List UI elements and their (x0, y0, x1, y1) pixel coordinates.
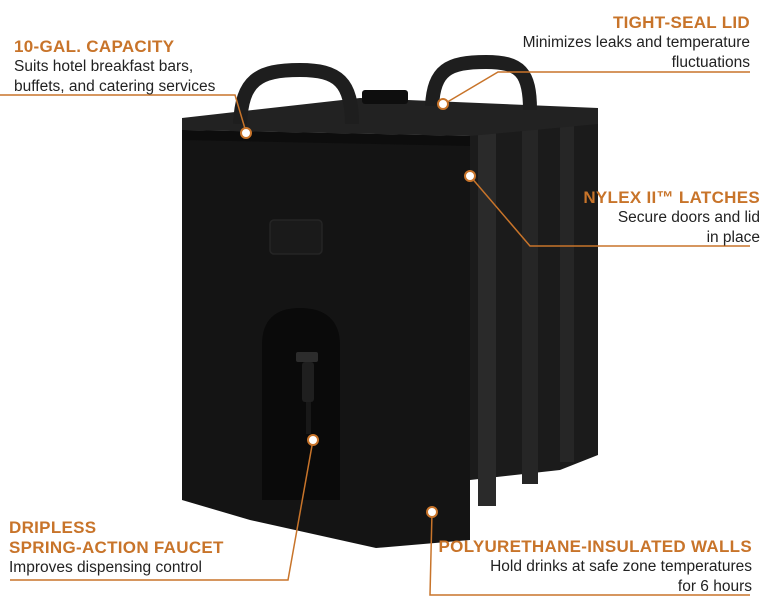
faucet-title-line-2: SPRING-ACTION FAUCET (9, 538, 224, 557)
latches-leader (469, 175, 750, 247)
latches-desc-line-1: Secure doors and lid (617, 209, 760, 226)
capacity-desc-line-2: buffets, and catering services (14, 78, 216, 95)
lid-title: TIGHT-SEAL LID (612, 13, 750, 32)
faucet-title-line-1: DRIPLESS (9, 518, 97, 537)
capacity-desc-line-1: Suits hotel breakfast bars, (14, 58, 194, 75)
lid-desc-line-1: Minimizes leaks and temperature (522, 34, 750, 51)
lid (182, 98, 598, 136)
capacity-leader (0, 94, 247, 133)
latches-title: NYLEX II™ LATCHES (583, 188, 760, 207)
walls-leader (429, 511, 750, 596)
lid-vent (362, 90, 408, 104)
faucet-callout: DRIPLESS SPRING-ACTION FAUCET Improves d… (9, 518, 224, 578)
faucet-desc-line-1: Improves dispensing control (9, 559, 202, 576)
walls-title: POLYURETHANE-INSULATED WALLS (438, 537, 752, 556)
capacity-marker (240, 127, 252, 139)
lid-callout: TIGHT-SEAL LID Minimizes leaks and tempe… (523, 13, 750, 73)
rib (560, 122, 574, 462)
rib (522, 124, 538, 484)
walls-callout: POLYURETHANE-INSULATED WALLS Hold drinks… (439, 537, 752, 597)
latches-marker (464, 170, 476, 182)
lid-desc-line-2: fluctuations (671, 54, 750, 71)
lid-leader (443, 71, 750, 105)
faucet-icon (296, 352, 318, 362)
walls-desc-line-2: for 6 hours (677, 578, 752, 595)
latches-callout: NYLEX II™ LATCHES Secure doors and lid i… (583, 188, 760, 248)
capacity-title: 10-GAL. CAPACITY (14, 37, 175, 56)
latches-desc-line-2: in place (706, 229, 760, 246)
walls-marker (426, 506, 438, 518)
faucet-marker (307, 434, 319, 446)
walls-desc-line-1: Hold drinks at safe zone temperatures (490, 558, 752, 575)
handle (425, 54, 537, 111)
lid-marker (437, 98, 449, 110)
faucet-recess (262, 308, 340, 500)
capacity-callout: 10-GAL. CAPACITY Suits hotel breakfast b… (14, 37, 215, 97)
rib (478, 126, 496, 506)
faucet-leader (10, 439, 314, 581)
label-plate (269, 219, 323, 255)
handle (233, 62, 359, 125)
